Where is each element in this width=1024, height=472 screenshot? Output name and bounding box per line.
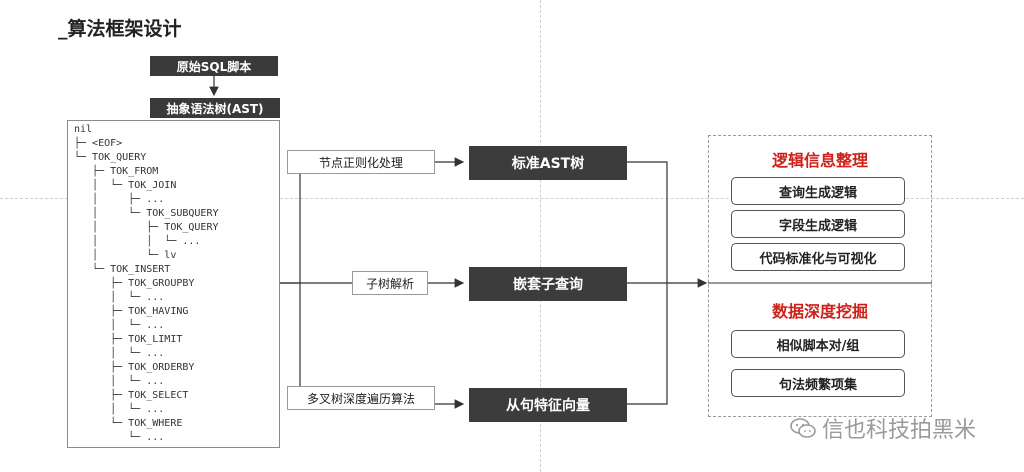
tree-line: │ └─ ... <box>74 320 165 331</box>
mining-item: 句法频繁项集 <box>731 369 905 397</box>
result-panel <box>708 135 932 417</box>
tree-line: ├─ TOK_ORDERBY <box>74 362 195 373</box>
tree-line: │ └─ ... <box>74 348 165 359</box>
logic-item: 查询生成逻辑 <box>731 177 905 205</box>
tree-line: └─ TOK_WHERE <box>74 418 183 429</box>
logic-item: 代码标准化与可视化 <box>731 243 905 271</box>
tree-line: │ ├─ ... <box>74 194 165 205</box>
logic-section-title: 逻辑信息整理 <box>771 151 868 170</box>
watermark: 信也科技拍黑米 <box>790 412 976 444</box>
guide-vertical <box>540 0 541 472</box>
process-normalize: 节点正则化处理 <box>287 150 435 174</box>
mining-item: 相似脚本对/组 <box>731 330 905 358</box>
output-nested-query: 嵌套子查询 <box>469 267 627 301</box>
tree-line: │ │ └─ ... <box>74 236 201 247</box>
output-clause-vector: 从句特征向量 <box>469 388 627 422</box>
guide-horizontal <box>0 198 1024 199</box>
tree-line: └─ TOK_INSERT <box>74 264 171 275</box>
process-traversal: 多叉树深度遍历算法 <box>287 386 435 410</box>
tree-line: │ └─ ... <box>74 292 165 303</box>
tree-line: │ └─ TOK_JOIN <box>74 180 177 191</box>
mining-section-title: 数据深度挖掘 <box>771 302 868 321</box>
tree-line: nil <box>74 124 93 135</box>
tree-line: └─ TOK_QUERY <box>74 152 147 163</box>
ast-tree: nil ├─ <EOF> └─ TOK_QUERY ├─ TOK_FROM │ … <box>67 120 280 448</box>
tree-line: ├─ TOK_HAVING <box>74 306 189 317</box>
tree-line: │ ├─ TOK_QUERY <box>74 222 219 233</box>
tree-line: ├─ TOK_LIMIT <box>74 334 183 345</box>
logic-item: 字段生成逻辑 <box>731 210 905 238</box>
tree-line: ├─ TOK_SELECT <box>74 390 189 401</box>
watermark-text: 信也科技拍黑米 <box>822 418 977 443</box>
tree-line: ├─ TOK_GROUPBY <box>74 278 195 289</box>
wechat-icon <box>790 418 816 438</box>
page-title: _算法框架设计 <box>58 18 182 40</box>
tree-line: ├─ <EOF> <box>74 138 123 149</box>
output-standard-ast: 标准AST树 <box>469 146 627 180</box>
tree-line: │ └─ ... <box>74 376 165 387</box>
tree-line: │ └─ ... <box>74 404 165 415</box>
tree-line: │ └─ TOK_SUBQUERY <box>74 208 219 219</box>
tree-line: └─ ... <box>74 432 165 443</box>
tree-line: │ └─ lv <box>74 250 177 261</box>
tree-line: ├─ TOK_FROM <box>74 166 159 177</box>
ast-header-box: 抽象语法树(AST) <box>150 98 280 118</box>
process-subtree: 子树解析 <box>352 271 428 295</box>
raw-sql-box: 原始SQL脚本 <box>150 56 278 76</box>
